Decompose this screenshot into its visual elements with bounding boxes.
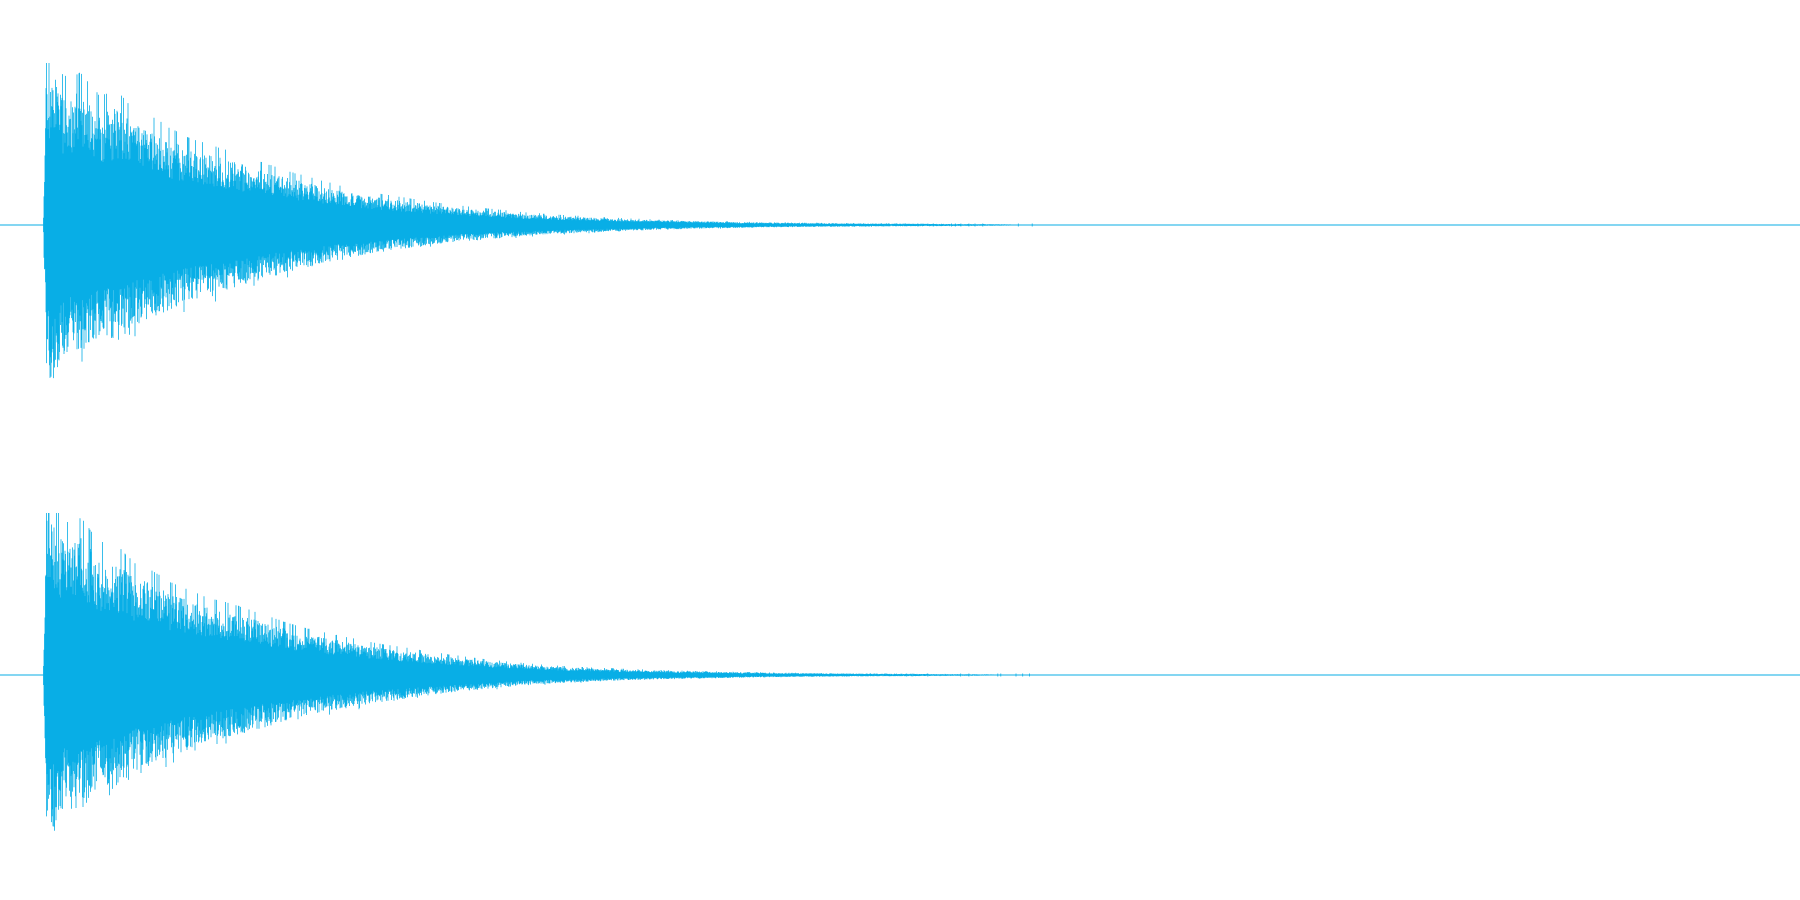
waveform-channel-1 [0,63,1800,379]
waveform-channel-2 [0,513,1800,831]
waveform-signal [43,513,1030,831]
waveform-signal [43,63,1033,379]
